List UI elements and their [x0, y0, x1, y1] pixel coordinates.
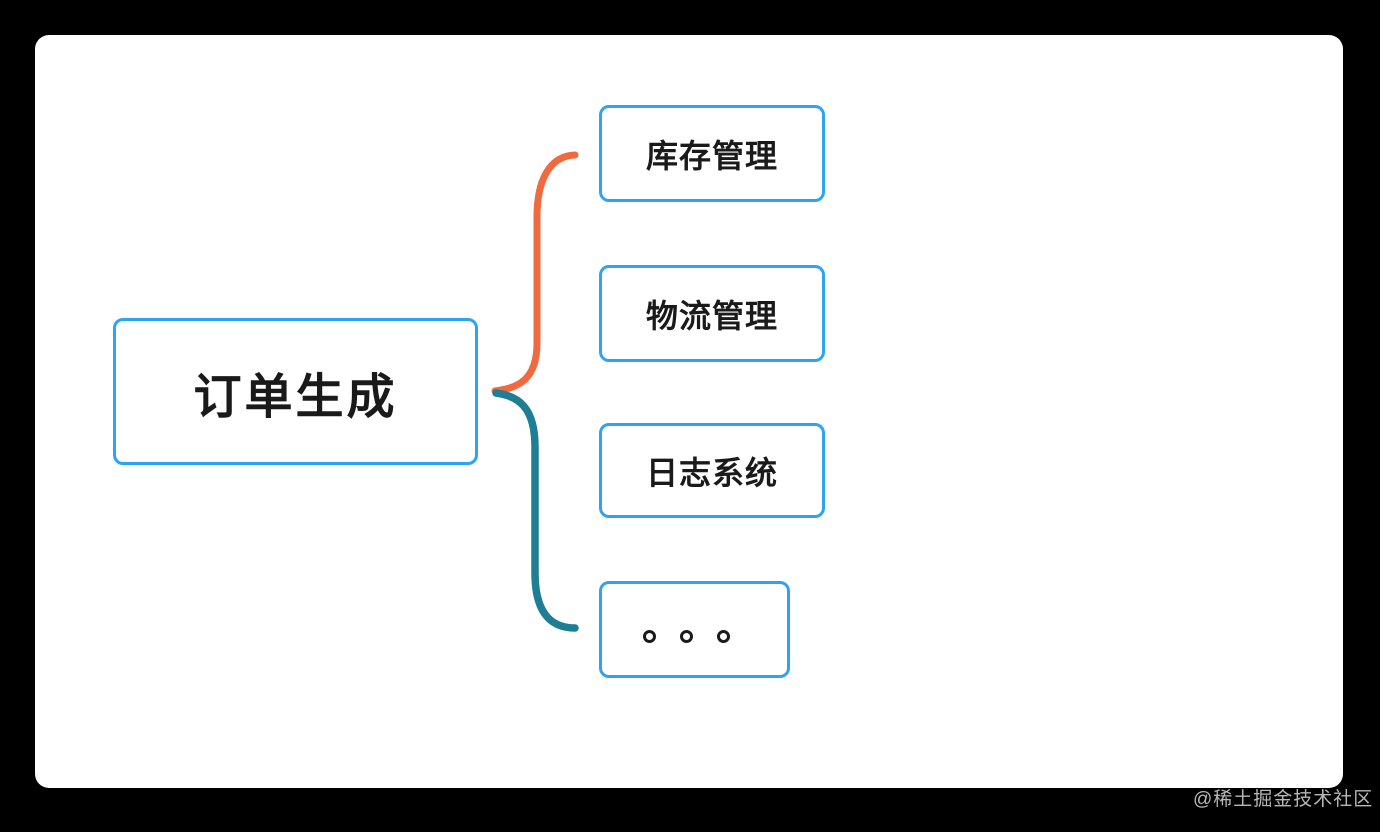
dot-icon: [717, 630, 730, 643]
child-node-ellipsis: [599, 581, 790, 678]
child-node-label: 日志系统: [645, 454, 778, 491]
child-node-logistics: 物流管理: [599, 265, 825, 362]
child-node-label: 物流管理: [645, 297, 778, 334]
dot-icon: [680, 630, 693, 643]
child-node-logging: 日志系统: [599, 423, 825, 518]
root-node-order-generation: 订单生成: [113, 318, 478, 465]
ellipsis-dots: [643, 630, 730, 643]
connector-top-branch: [491, 151, 579, 395]
child-node-label: 库存管理: [645, 137, 778, 174]
mindmap-canvas: 订单生成 库存管理 物流管理 日志系统: [35, 35, 1343, 788]
root-node-label: 订单生成: [193, 370, 398, 424]
child-node-inventory: 库存管理: [599, 105, 825, 202]
dot-icon: [643, 630, 656, 643]
connector-bottom-branch: [492, 389, 579, 632]
watermark: @稀土掘金技术社区: [1193, 789, 1374, 810]
